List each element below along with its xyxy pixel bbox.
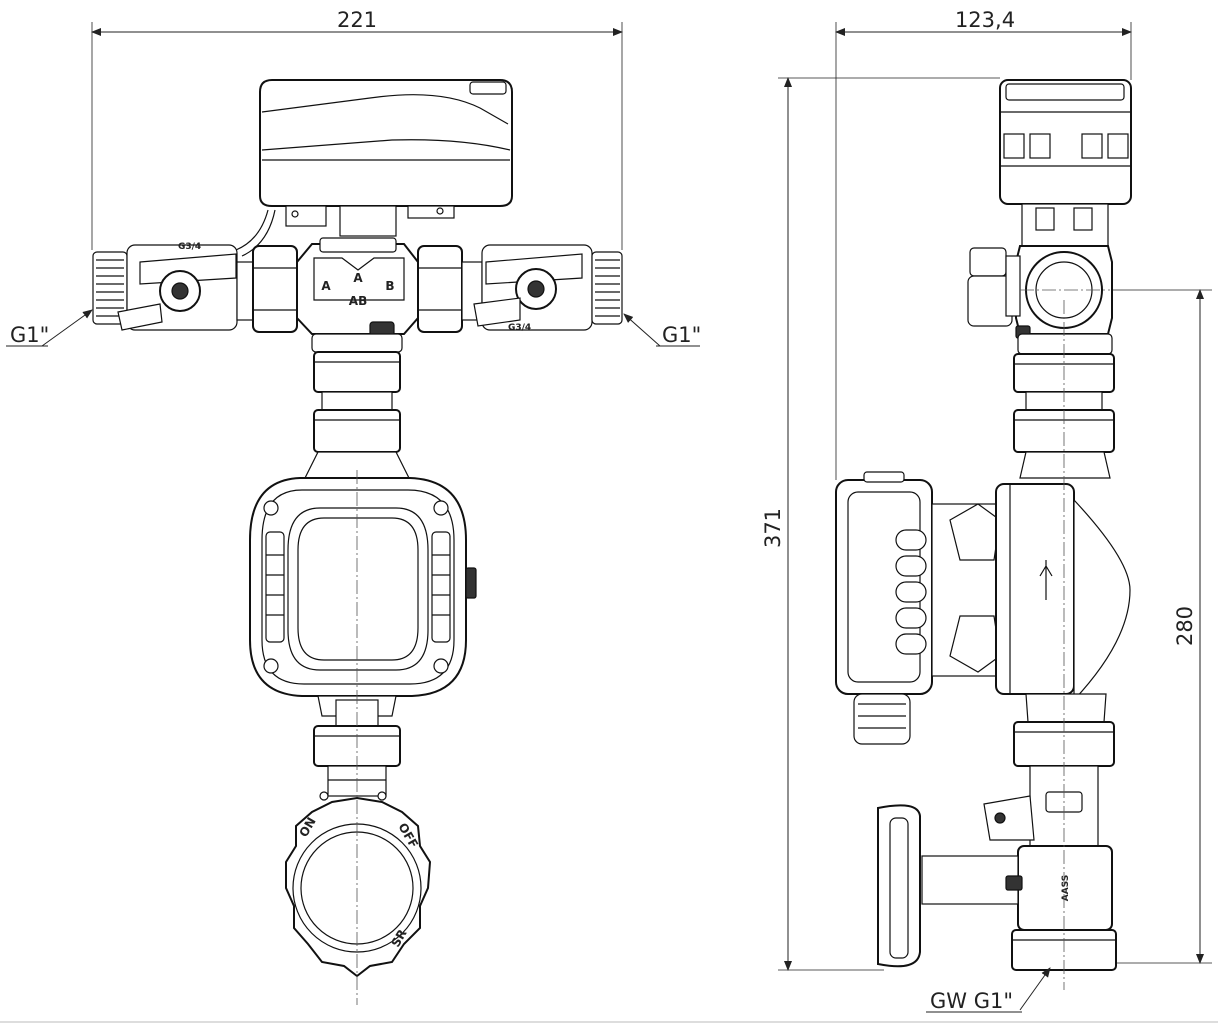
port-a-top-label: A (353, 271, 363, 285)
thread-bottom-text: GW G1" (930, 989, 1013, 1013)
ball-valve-left: G3/4 (92, 242, 238, 331)
side-marking-label: AASS (1061, 875, 1071, 902)
side-pipe-upper (1013, 333, 1115, 479)
side-handwheel (877, 804, 1023, 968)
side-pipe-lower: AASS (983, 693, 1117, 971)
balancing-handwheel: ON OFF SR (285, 791, 432, 978)
side-valve-body (967, 245, 1113, 339)
union-left (236, 245, 298, 333)
thread-label-right: G1" (623, 313, 701, 347)
dimension-front-width-label: 221 (337, 8, 377, 32)
dimension-side-width: 123,4 (835, 8, 1132, 480)
front-view: 221 (6, 8, 701, 1005)
port-b-label: B (385, 279, 394, 293)
valve-actuator (235, 79, 513, 257)
three-way-valve: A A B AB (296, 237, 419, 337)
dimension-port-height-label: 280 (1173, 606, 1197, 646)
union-right (417, 245, 483, 333)
dimension-overall-height-label: 371 (761, 508, 785, 548)
thread-label-left: G1" (6, 309, 93, 347)
dimension-side-width-label: 123,4 (955, 8, 1015, 32)
port-ab-label: AB (349, 294, 367, 308)
side-pump (835, 471, 1131, 745)
thread-left-text: G1" (10, 323, 49, 347)
thread-right-text: G1" (662, 323, 701, 347)
dimension-front-width: 221 (91, 8, 623, 250)
svg-text:G3/4: G3/4 (508, 323, 531, 333)
side-actuator (999, 79, 1132, 249)
dimension-overall-height: 371 (761, 77, 1000, 971)
circulation-pump (249, 477, 477, 697)
thread-label-bottom: GW G1" (926, 967, 1051, 1013)
port-a-label: A (321, 279, 331, 293)
dimension-port-height: 280 (1108, 289, 1212, 964)
ball-valve-right: G3/4 (473, 244, 623, 333)
svg-text:G3/4: G3/4 (178, 242, 201, 252)
pipe-upper (303, 333, 411, 481)
side-view: 123,4 371 280 (761, 8, 1212, 1013)
